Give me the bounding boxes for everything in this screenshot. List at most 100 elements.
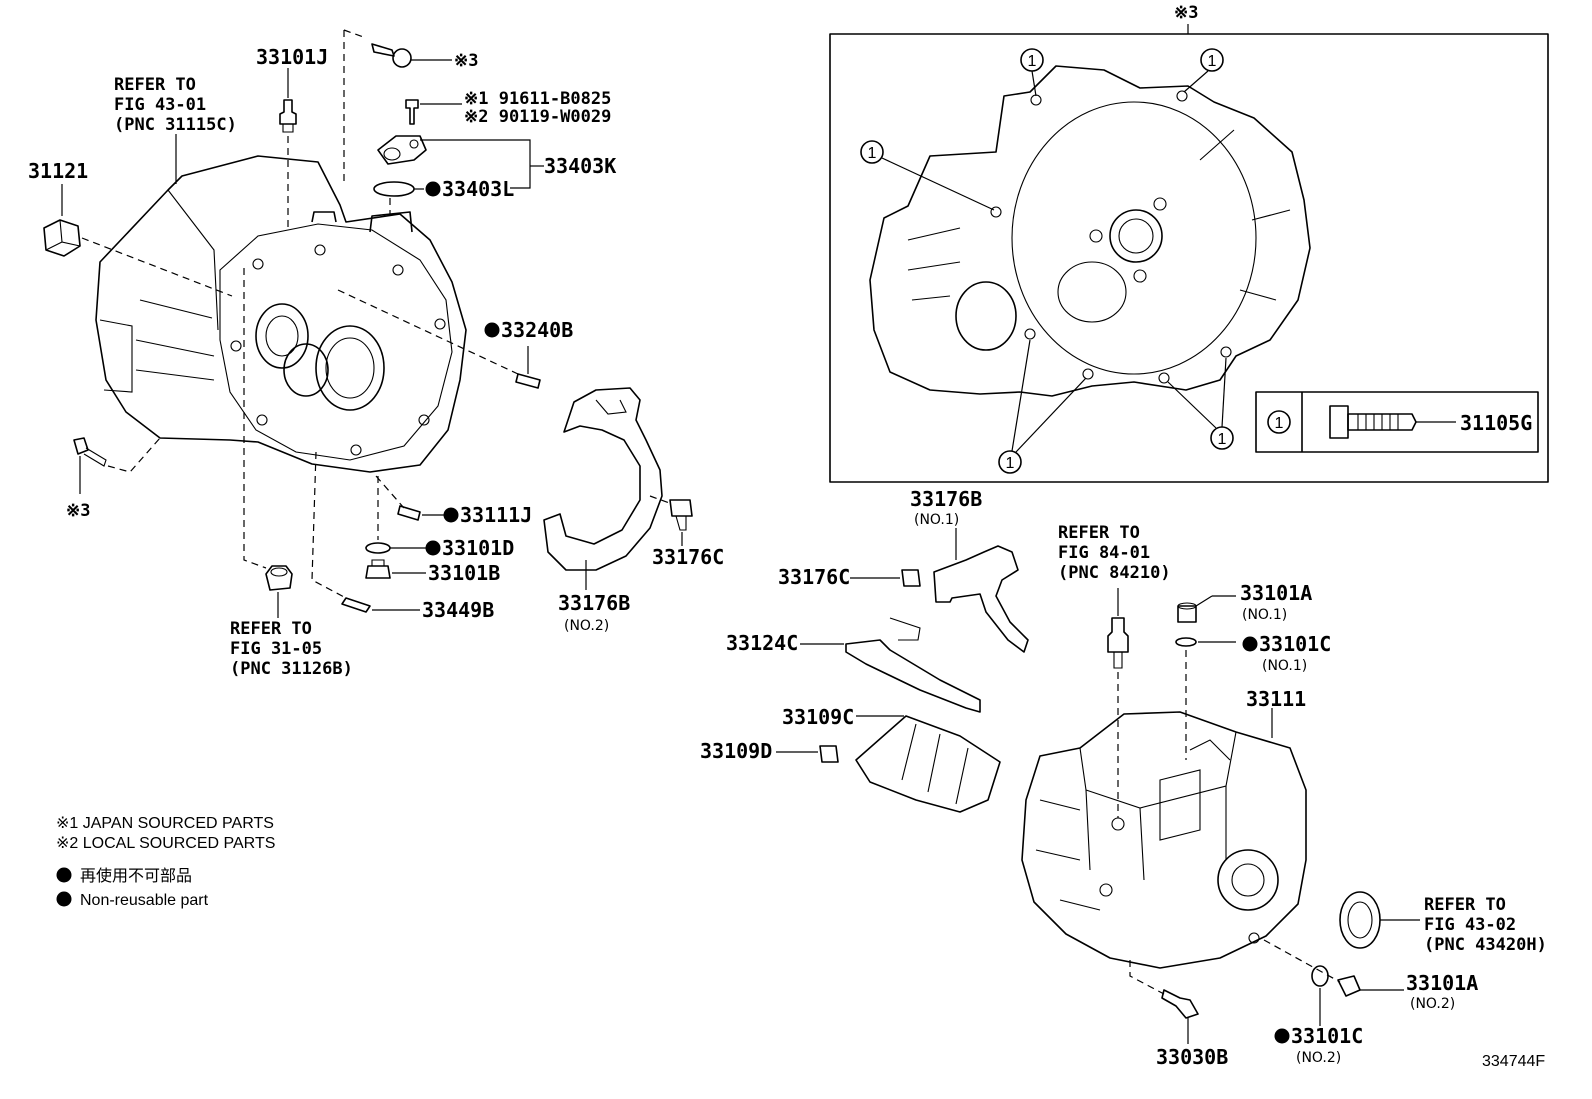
svg-text:1: 1 xyxy=(1218,431,1227,448)
note-local: ※2 LOCAL SOURCED PARTS xyxy=(56,835,275,852)
label-bolt-japan: ※1 91611-B0825 xyxy=(464,89,611,109)
dowel-pin-33240B xyxy=(515,373,541,389)
drain-plug-33101B xyxy=(365,559,391,579)
plug-fig31-05 xyxy=(265,565,293,591)
ref4-line3: (PNC 43420H) xyxy=(1424,935,1547,955)
label-no1-a: (NO.1) xyxy=(914,512,959,528)
gasket-33101D xyxy=(365,542,391,554)
breather-plug-33101J xyxy=(279,99,297,133)
bolt-legend-box xyxy=(1255,391,1539,453)
gasket-33101C-no2 xyxy=(1311,965,1329,987)
ref1-line1: REFER TO xyxy=(114,75,196,95)
nonreuse-dot-33403L xyxy=(425,181,441,197)
label-no1-b: (NO.1) xyxy=(1242,607,1287,623)
svg-text:1: 1 xyxy=(868,145,877,162)
nonreuse-dot-33111J xyxy=(443,507,459,523)
inset-housing-drawing xyxy=(869,65,1311,397)
ref3-line1: REFER TO xyxy=(1058,523,1140,543)
gasket-33101C-no1 xyxy=(1175,637,1197,647)
nonreuse-dot-legend-en xyxy=(56,891,72,907)
label-31121: 31121 xyxy=(28,159,88,183)
label-33101D: 33101D xyxy=(442,536,514,560)
label-33176B-no1: 33176B xyxy=(910,487,982,511)
label-31105G: 31105G xyxy=(1460,411,1532,435)
fig-id: 334744F xyxy=(1482,1053,1545,1070)
bolt-33030B xyxy=(1161,989,1199,1019)
ref3-line2: FIG 84-01 xyxy=(1058,543,1150,563)
inset-callouts xyxy=(860,48,1234,474)
ref3-line3: (PNC 84210) xyxy=(1058,563,1171,583)
nonreuse-dot-33101C-no1 xyxy=(1242,636,1258,652)
nonreuse-dot-33101C-no2 xyxy=(1274,1028,1290,1044)
svg-text:1: 1 xyxy=(1208,53,1217,70)
label-33030B: 33030B xyxy=(1156,1045,1228,1069)
inset-callout-numbers: 1 1 1 1 1 1 xyxy=(868,53,1284,472)
label-33403K: 33403K xyxy=(544,154,616,178)
label-33240B: 33240B xyxy=(501,318,573,342)
label-33109D: 33109D xyxy=(700,739,772,763)
label-33101C-no2: 33101C xyxy=(1291,1024,1363,1048)
ref1-line2: FIG 43-01 xyxy=(114,95,206,115)
label-33101B: 33101B xyxy=(428,561,500,585)
svg-text:1: 1 xyxy=(1006,455,1015,472)
o-ring-33403L xyxy=(373,181,415,197)
bracket-33176B-no1 xyxy=(933,528,1029,653)
note-nonreuse-jp: 再使用不可部品 xyxy=(80,867,192,885)
label-33101A-no2: 33101A xyxy=(1406,971,1478,995)
label-33176B-no2: 33176B xyxy=(558,591,630,615)
plug-33101A-no1 xyxy=(1177,602,1197,623)
plate-33124C xyxy=(845,617,981,713)
label-bolt-local: ※2 90119-W0029 xyxy=(464,107,611,127)
clip-33449B xyxy=(341,597,371,613)
ref2-line1: REFER TO xyxy=(230,619,312,639)
cover-33109C xyxy=(855,715,1001,813)
nonreuse-dot-legend-jp xyxy=(56,867,72,883)
ref4-line1: REFER TO xyxy=(1424,895,1506,915)
oil-seal-31121 xyxy=(43,219,81,257)
label-no1-c: (NO.1) xyxy=(1262,658,1307,674)
bolt-star3-left xyxy=(73,437,107,467)
label-33403L: 33403L xyxy=(442,177,514,201)
note-nonreuse-en: Non-reusable part xyxy=(80,892,209,909)
label-star3-inset: ※3 xyxy=(1174,3,1198,23)
label-33449B: 33449B xyxy=(422,598,494,622)
transmission-case-drawing xyxy=(1021,711,1307,969)
label-no2-a: (NO.2) xyxy=(564,618,609,634)
speed-sensor-33403K xyxy=(377,135,427,165)
bolt-33176C-right xyxy=(901,569,921,587)
clutch-housing-drawing xyxy=(95,155,467,473)
sensor-fig84-01 xyxy=(1107,617,1129,669)
label-33101J: 33101J xyxy=(256,45,328,69)
label-33101C-no1: 33101C xyxy=(1259,632,1331,656)
label-star3-top: ※3 xyxy=(454,51,478,71)
inset-box xyxy=(829,33,1549,483)
ref1-line3: (PNC 31115C) xyxy=(114,115,237,135)
svg-text:1: 1 xyxy=(1275,415,1284,432)
label-33101A-no1: 33101A xyxy=(1240,581,1312,605)
note-japan: ※1 JAPAN SOURCED PARTS xyxy=(56,815,274,832)
label-star3-left: ※3 xyxy=(66,501,90,521)
label-33124C: 33124C xyxy=(726,631,798,655)
plug-33101A-no2 xyxy=(1337,975,1361,997)
label-33176C-left: 33176C xyxy=(652,545,724,569)
oil-seal-fig43-02 xyxy=(1339,891,1381,949)
ref4-line2: FIG 43-02 xyxy=(1424,915,1516,935)
bracket-33176B-no2 xyxy=(543,387,663,571)
sensor-bolt xyxy=(405,99,419,125)
svg-text:1: 1 xyxy=(1028,53,1037,70)
bolt-33109D xyxy=(819,745,839,763)
label-no2-b: (NO.2) xyxy=(1410,996,1455,1012)
label-33111: 33111 xyxy=(1246,687,1306,711)
bolt-33176C-left xyxy=(669,499,693,531)
label-33109C: 33109C xyxy=(782,705,854,729)
label-33111J: 33111J xyxy=(460,503,532,527)
dowel-pin-33111J xyxy=(397,505,421,521)
label-33176C-right: 33176C xyxy=(778,565,850,589)
nonreuse-dot-33101D xyxy=(425,540,441,556)
ref2-line2: FIG 31-05 xyxy=(230,639,322,659)
ref2-line3: (PNC 31126B) xyxy=(230,659,353,679)
nonreuse-dot-33240B xyxy=(484,322,500,338)
label-no2-c: (NO.2) xyxy=(1296,1050,1341,1066)
bolt-star3-top xyxy=(371,43,452,68)
